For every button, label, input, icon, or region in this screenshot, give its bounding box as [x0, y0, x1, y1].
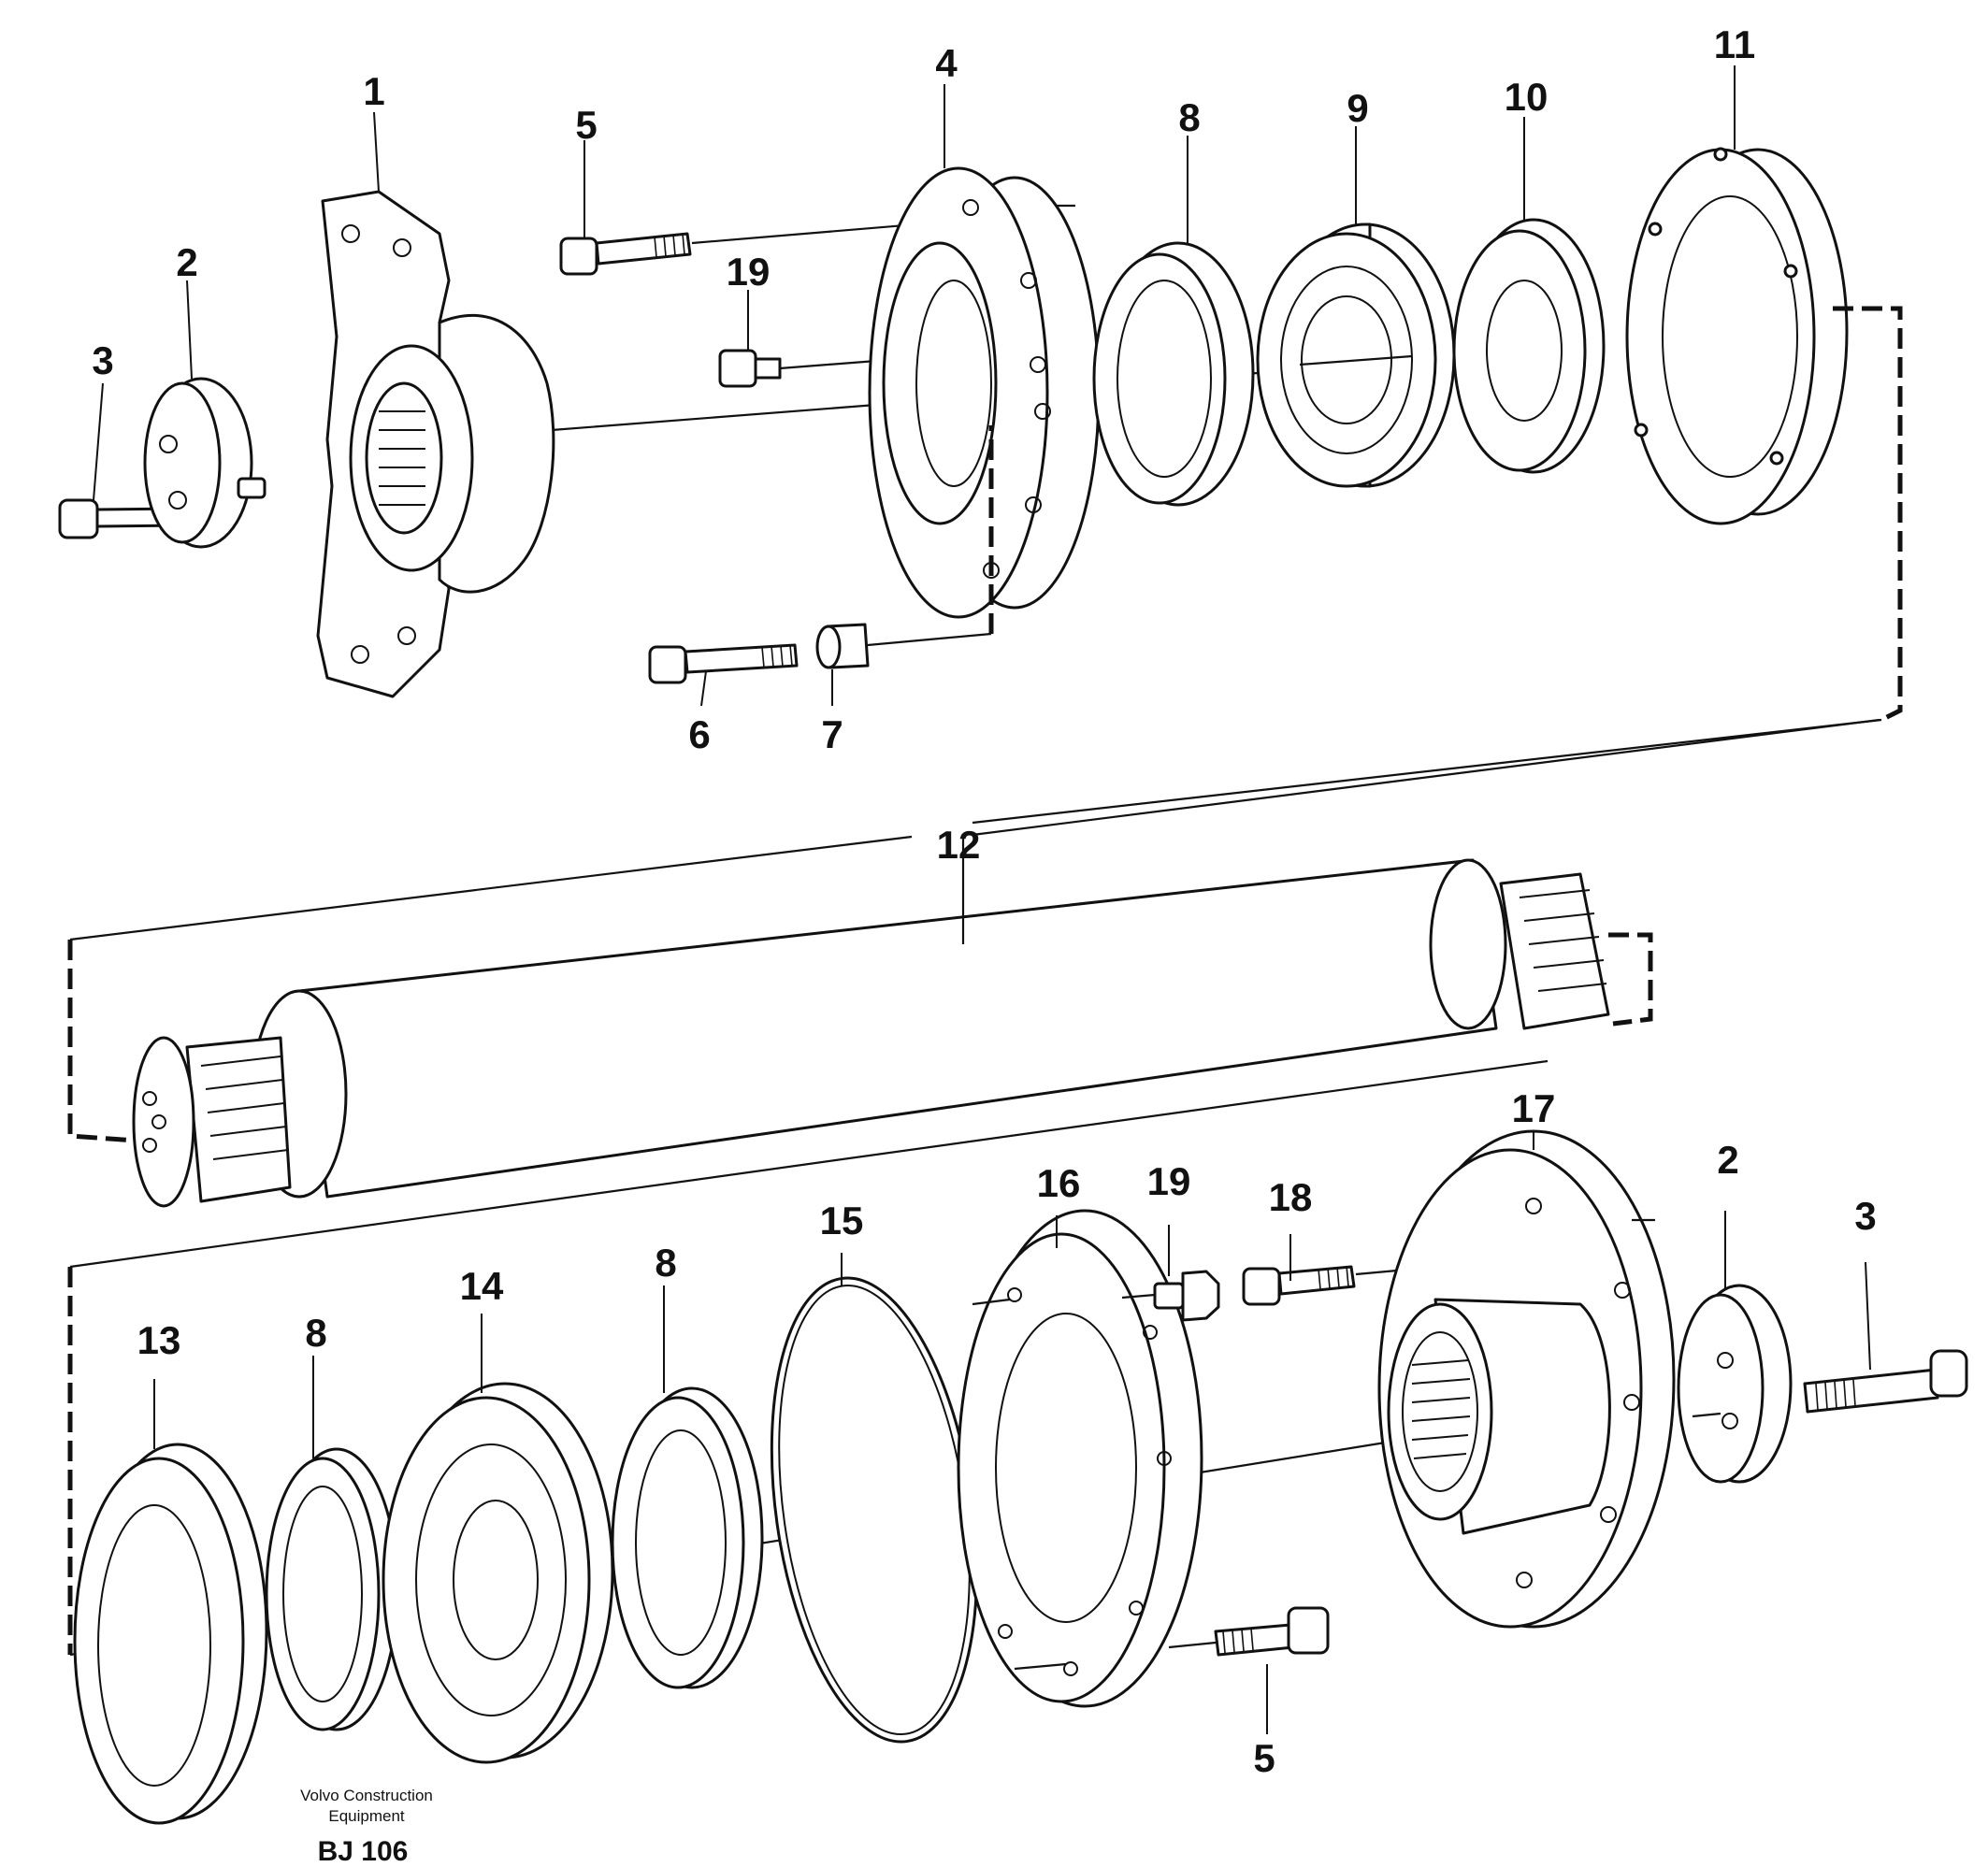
dashed-guide-shaft-right [1608, 932, 1653, 1027]
part-8-seal-lower-mid[interactable] [611, 1386, 764, 1689]
callout-2-lower: 2 [1717, 1138, 1738, 1182]
part-13-seal[interactable] [73, 1443, 268, 1825]
callout-labels: 1 2 3 4 5 19 8 9 10 11 6 7 12 13 8 14 8 … [92, 22, 1876, 1780]
part-1-drive-flange[interactable] [316, 190, 555, 698]
callout-8-lower-left: 8 [305, 1311, 326, 1355]
dashed-guide-shaft-left [67, 940, 137, 1143]
callout-3-upper: 3 [92, 338, 113, 382]
part-9-bearing[interactable] [1256, 223, 1456, 488]
callout-9: 9 [1347, 86, 1368, 130]
part-7-sleeve[interactable] [815, 623, 992, 669]
callout-18: 18 [1269, 1175, 1313, 1219]
part-8-seal-lower-left[interactable] [265, 1447, 399, 1731]
part-14-bearing[interactable] [382, 1382, 614, 1764]
callout-1: 1 [363, 69, 384, 113]
callout-17: 17 [1512, 1086, 1556, 1130]
callout-3-lower: 3 [1854, 1194, 1876, 1238]
callout-12: 12 [937, 823, 981, 867]
callout-5-lower: 5 [1253, 1736, 1275, 1780]
drawing-code: BJ 106 [318, 1836, 409, 1867]
callout-14: 14 [460, 1264, 504, 1308]
callout-5-upper: 5 [575, 103, 597, 147]
part-16-cover[interactable] [957, 1209, 1203, 1708]
part-11-cover[interactable] [1625, 147, 1849, 525]
part-19-plug-upper[interactable] [718, 349, 889, 388]
callout-13: 13 [137, 1318, 181, 1362]
part-4-housing[interactable] [868, 166, 1101, 619]
part-2-washer-lower[interactable] [1677, 1284, 1793, 1484]
part-8-seal-upper[interactable] [1092, 241, 1255, 507]
part-12-shaft[interactable] [69, 718, 1880, 1208]
callout-10: 10 [1505, 75, 1549, 119]
part-5-bolt-upper[interactable] [559, 218, 973, 276]
dashed-guide-upper-right [1833, 306, 1903, 723]
part-10-seal[interactable] [1452, 218, 1606, 474]
callout-4: 4 [935, 41, 958, 85]
callout-19-upper: 19 [727, 250, 771, 294]
callout-7: 7 [821, 712, 843, 756]
brand-line-1: Volvo Construction [300, 1787, 433, 1804]
part-17-output-flange[interactable] [1377, 1129, 1676, 1629]
leader-lines [93, 65, 1871, 1734]
part-19-plug-lower[interactable] [1121, 1270, 1220, 1322]
part-3-bolt-lower[interactable] [1803, 1349, 1968, 1414]
callout-11: 11 [1714, 22, 1755, 66]
part-6-bolt[interactable] [648, 643, 799, 684]
callout-6: 6 [688, 712, 710, 756]
callout-2-upper: 2 [176, 240, 197, 284]
callout-16: 16 [1037, 1161, 1081, 1205]
part-2-washer-upper[interactable] [143, 377, 267, 549]
part-18-bolt[interactable] [1242, 1265, 1408, 1306]
callout-8-lower-mid: 8 [655, 1241, 676, 1285]
part-5-bolt-lower[interactable] [1168, 1606, 1330, 1657]
callout-15: 15 [820, 1199, 864, 1242]
callout-8-upper: 8 [1178, 95, 1200, 139]
callout-19-lower: 19 [1147, 1159, 1191, 1203]
brand-line-2: Equipment [328, 1807, 405, 1825]
